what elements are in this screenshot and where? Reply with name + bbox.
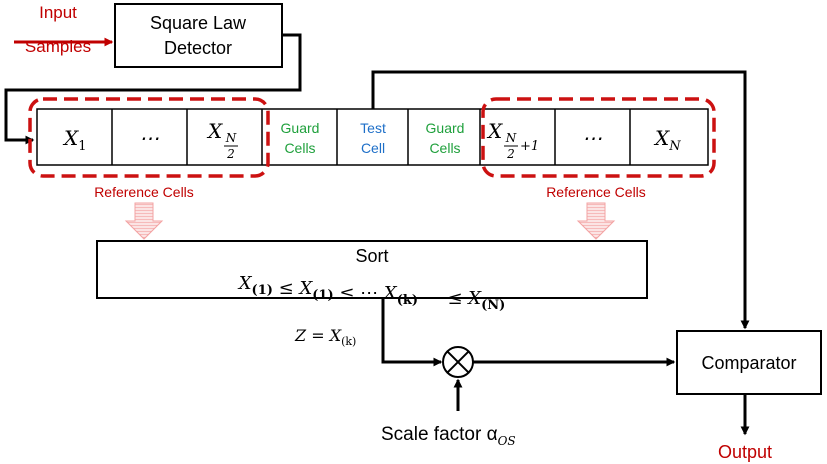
comparator-box — [676, 330, 822, 395]
z-label: Z = X(k) — [294, 326, 356, 348]
reference-cells-left-label: Reference Cells — [94, 184, 194, 200]
test-cell-line2: Cell — [361, 140, 385, 156]
detector-label-line1: Square Law — [150, 13, 247, 33]
sort-formula-op-5: ⋯ ≤ — [418, 288, 468, 309]
detector-label-line2: Detector — [164, 38, 232, 58]
cell-xn: XN — [653, 126, 681, 154]
input-label-line2: Samples — [25, 37, 91, 56]
svg-text:+1: +1 — [520, 139, 539, 154]
test-cell-line1: Test — [360, 120, 386, 136]
svg-text:N: N — [225, 131, 237, 145]
sort-formula-sub-4: (k) — [397, 293, 418, 308]
sort-to-multiplier-line — [381, 298, 443, 367]
guard-cells-left-line1: Guard — [281, 120, 320, 136]
test-cell-to-comparator-line — [371, 70, 750, 330]
sort-box — [96, 240, 648, 299]
svg-text:X: X — [206, 119, 223, 143]
reference-cells-right-group — [481, 97, 716, 178]
sort-formula-x-2: X — [297, 278, 313, 299]
multiplier-icon — [442, 346, 474, 378]
svg-text:X: X — [486, 119, 503, 143]
guard-cells-right-line2: Cells — [429, 140, 460, 156]
sort-formula: X(1) ≤ X(1) ≤ ⋯ X(k) ⋯ ≤ X(N) — [237, 273, 506, 313]
reference-to-sort-arrow-right — [576, 202, 616, 240]
svg-text:2: 2 — [226, 147, 235, 161]
svg-text:2: 2 — [506, 147, 515, 161]
reference-cells-left-group — [28, 97, 270, 178]
guard-cells-right-line1: Guard — [426, 120, 465, 136]
cell-dots-right: ⋯ — [582, 126, 602, 150]
cell-x-n-over-2: X N 2 — [206, 119, 238, 161]
cell-x-n-over-2-plus-1: X N 2 +1 — [486, 119, 539, 161]
reference-cells-right-label: Reference Cells — [546, 184, 646, 200]
comparator-label: Comparator — [701, 353, 796, 373]
sort-formula-op-3: ≤ ⋯ — [334, 283, 384, 304]
reference-to-sort-arrow-left — [124, 202, 164, 240]
output-label: Output — [718, 442, 772, 462]
sort-formula-x-6: X — [466, 288, 482, 309]
detector-to-cells-line — [4, 33, 302, 145]
cell-strip — [36, 108, 709, 166]
svg-text:N: N — [505, 131, 517, 145]
sort-formula-x-0: X — [237, 273, 253, 294]
cell-dots-left: ⋯ — [139, 126, 159, 150]
sort-formula-sub-0: (1) — [252, 283, 273, 298]
sort-formula-sub-2: (1) — [312, 288, 333, 303]
cell-x1: X1 — [62, 126, 87, 154]
sort-formula-x-4: X — [382, 283, 398, 304]
sort-formula-sub-6: (N) — [481, 298, 505, 313]
sort-formula-op-1: ≤ — [273, 278, 300, 299]
sort-title: Sort — [355, 246, 388, 266]
scale-factor-label: Scale factor αOS — [381, 424, 516, 448]
input-label-line1: Input — [39, 3, 77, 22]
guard-cells-left-line2: Cells — [284, 140, 315, 156]
